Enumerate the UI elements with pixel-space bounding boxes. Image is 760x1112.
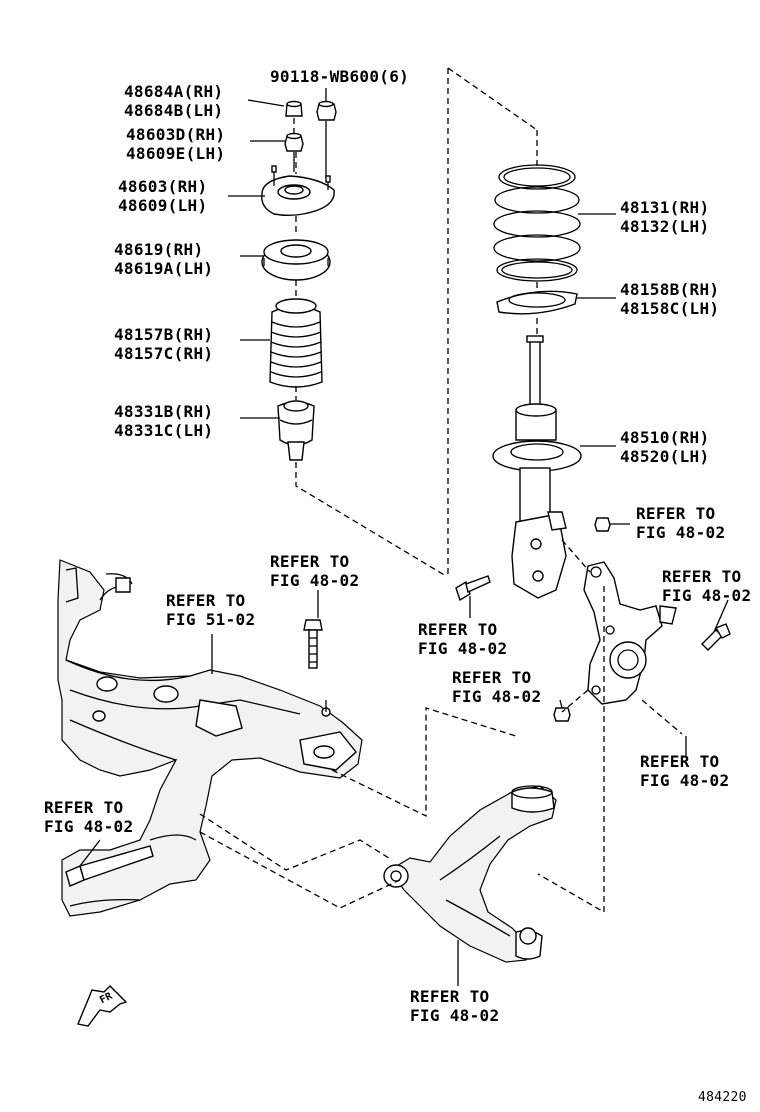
bolt-member[interactable] [303, 619, 323, 669]
front-arrow-icon [77, 985, 128, 1027]
bolt-strut[interactable] [455, 575, 491, 602]
label-48603: 48603(RH)48609(LH) [118, 177, 208, 215]
bolt-left[interactable] [65, 845, 154, 887]
boot-48157[interactable] [269, 298, 323, 388]
bearing-48619[interactable] [261, 239, 331, 281]
spring-insulator-48158[interactable] [496, 290, 578, 315]
label-48510: 48510(RH)48520(LH) [620, 428, 710, 466]
leader-lines [79, 88, 729, 986]
label-48684: 48684A(RH)48684B(LH) [124, 82, 224, 120]
lower-arm[interactable] [383, 785, 557, 963]
label-48331: 48331B(RH)48331C(LH) [114, 402, 214, 440]
strut-48510[interactable] [492, 335, 582, 599]
bolt-knuckle[interactable] [701, 623, 731, 651]
label-48131: 48131(RH)48132(LH) [620, 198, 710, 236]
coil-spring-48131[interactable] [493, 164, 581, 282]
label-90118: 90118-WB600(6) [270, 67, 410, 86]
suspension-member[interactable] [57, 559, 363, 917]
figure-number: 484220 [698, 1090, 747, 1105]
assembly-lines [199, 67, 683, 914]
label-48603d: 48603D(RH)48609E(LH) [126, 125, 226, 163]
nut-strut[interactable] [594, 517, 611, 532]
label-48157: 48157B(RH)48157C(RH) [114, 325, 214, 363]
label-48619: 48619(RH)48619A(LH) [114, 240, 214, 278]
nut-90118[interactable] [316, 100, 337, 179]
bump-stopper-48331[interactable] [277, 400, 315, 461]
nut-48603d[interactable] [284, 132, 304, 173]
cap-48684[interactable] [285, 100, 303, 117]
label-48158: 48158B(RH)48158C(LH) [620, 280, 720, 318]
support-48603[interactable] [261, 165, 335, 217]
nut-knuckle[interactable] [553, 707, 571, 722]
